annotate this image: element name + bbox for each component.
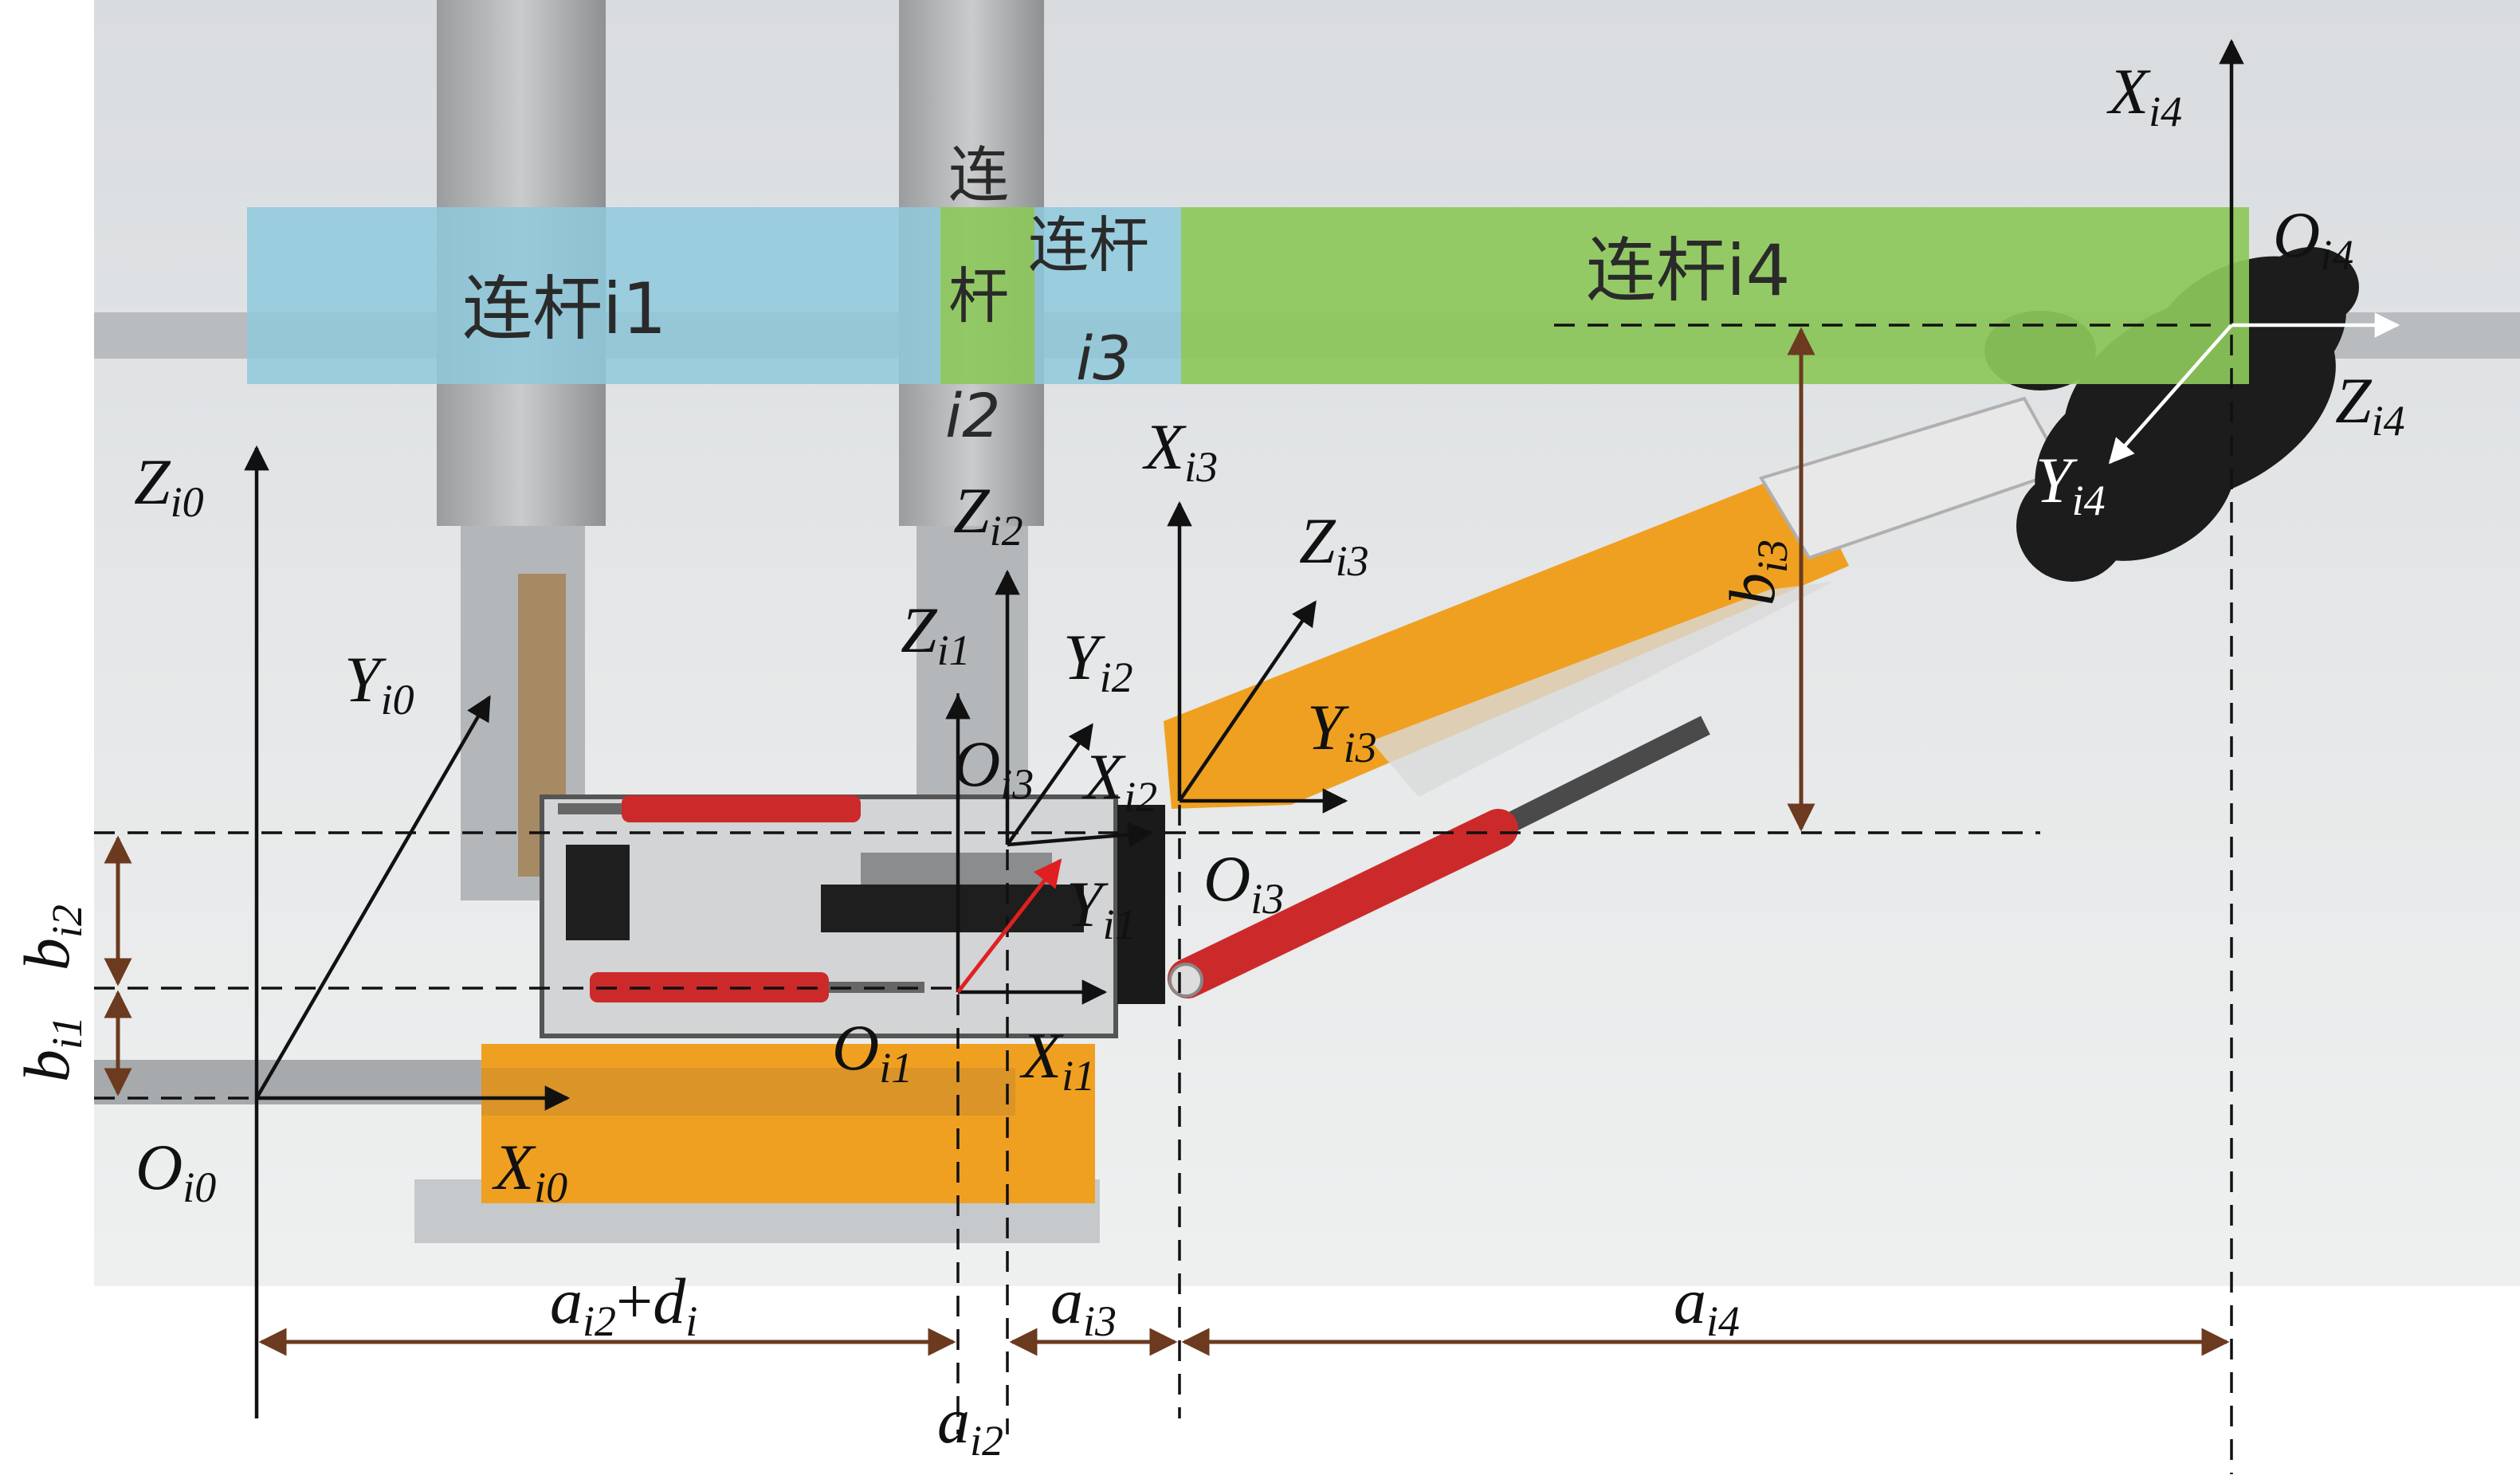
label-zi1: Zi1 — [901, 594, 971, 674]
label-b-i2: bi2 — [10, 904, 91, 971]
base-plate-shade — [481, 1068, 1015, 1116]
link-bands — [247, 207, 2249, 384]
label-zi4: Zi4 — [2335, 364, 2405, 445]
link-labels: 连杆i1 连 杆 i2 连杆 i3 连杆i4 — [462, 139, 1790, 451]
label-a-i4: ai4 — [1674, 1265, 1740, 1345]
axes-white — [2108, 312, 2400, 465]
label-yi2: Yi2 — [1063, 621, 1133, 701]
label-oi4: Oi4 — [2273, 198, 2353, 279]
label-zi2: Zi2 — [953, 474, 1023, 555]
label-yi1: Yi1 — [1066, 868, 1136, 948]
carriage-rotary-table — [821, 885, 1084, 932]
carriage-black-block-left — [566, 845, 630, 940]
link-i3-label-2: i3 — [1076, 323, 1131, 394]
label-a-i2-plus-d: ai2+di — [550, 1265, 697, 1345]
label-b-i3: bi3 — [1716, 539, 1796, 606]
label-yi4: Yi4 — [2035, 444, 2106, 524]
label-oi1: Oi1 — [832, 1011, 913, 1092]
carriage-cylinder-top — [622, 795, 861, 822]
machine-rendering — [94, 0, 2520, 1286]
axis-xi2 — [1007, 822, 1154, 848]
cutter-boom-shade — [1371, 582, 1833, 797]
link-i2-label-3: i2 — [945, 380, 1000, 451]
axis-yi4 — [2108, 324, 2233, 465]
link-i3-label-1: 连杆 — [1028, 210, 1149, 280]
label-oi0: Oi0 — [135, 1131, 216, 1211]
label-xi0: Xi0 — [492, 1131, 567, 1211]
link-i1-band — [247, 207, 942, 384]
dimension-arrows — [104, 327, 2230, 1356]
label-a-i2: ai2 — [937, 1384, 1003, 1465]
label-yi0: Yi0 — [344, 643, 414, 724]
dimension-labels: ai2+di ai3 ai4 ai2 bi2 bi1 bi3 — [10, 539, 1796, 1465]
link-i2-label-1: 连 — [948, 139, 1009, 210]
label-oi2: Oi3 — [953, 728, 1034, 808]
axis-yi0 — [255, 695, 491, 1100]
label-zi0: Zi0 — [134, 445, 204, 526]
label-xi3: Xi3 — [1142, 410, 1218, 491]
link-i3-band — [1034, 207, 1181, 384]
label-b-i1: bi1 — [10, 1016, 91, 1082]
link-i1-label: 连杆i1 — [462, 268, 666, 350]
boom-cylinder — [1168, 809, 1518, 998]
link-i2-label-2: 杆 — [948, 261, 1009, 332]
axis-labels: Zi0 Yi0 Xi0 Oi0 Zi1 Xi1 Yi1 Oi1 Zi2 Yi2 … — [134, 55, 2405, 1211]
axis-zi3 — [1178, 600, 1317, 802]
boom-cylinder-rod — [1478, 716, 1710, 846]
axis-yi2 — [1006, 723, 1093, 846]
label-xi2: Xi2 — [1081, 740, 1157, 821]
label-zi3: Zi3 — [1299, 504, 1369, 585]
label-yi3: Yi3 — [1307, 691, 1377, 771]
label-a-i3: ai3 — [1050, 1265, 1117, 1345]
link-i4-band — [1181, 207, 2249, 384]
label-oi3: Oi3 — [1203, 842, 1284, 923]
label-xi4: Xi4 — [2106, 55, 2182, 135]
axes-black — [244, 38, 2244, 1418]
red-offset-vector — [956, 858, 1062, 994]
link-i4-label: 连杆i4 — [1586, 230, 1790, 312]
link-i2-band — [940, 207, 1034, 384]
boom-cylinder-pivot — [1168, 963, 1203, 998]
cutter-boom — [1164, 469, 1849, 809]
label-xi1: Xi1 — [1019, 1019, 1095, 1100]
carriage-cylinder-top-rod — [558, 803, 622, 814]
